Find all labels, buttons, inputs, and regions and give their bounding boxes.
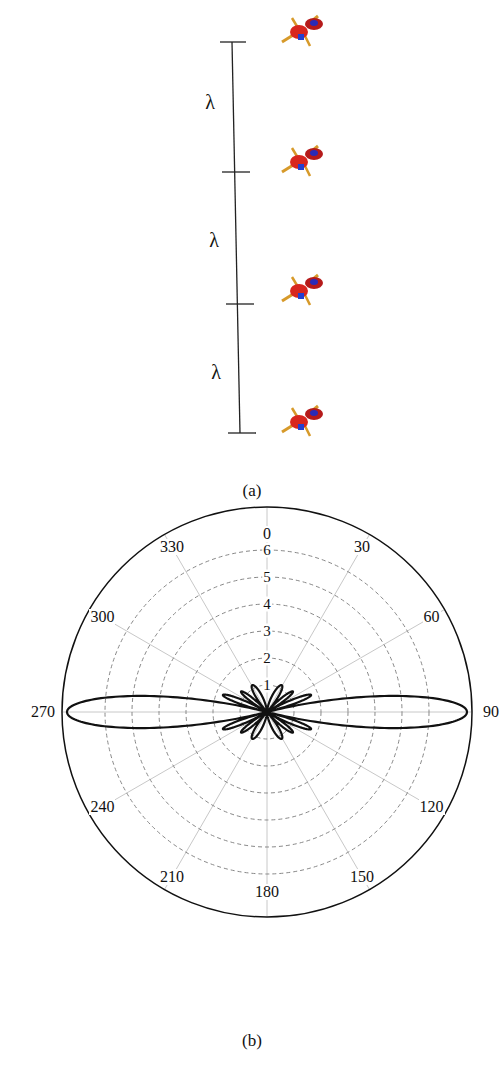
radial-label: 1 (262, 678, 272, 693)
radial-label: 4 (262, 597, 272, 612)
spacing-label: λ (210, 362, 222, 382)
spacing-label: λ (208, 230, 220, 250)
radial-label: 5 (262, 570, 272, 585)
outer-ring (62, 507, 472, 917)
radial-label: 3 (262, 624, 272, 639)
antenna-elements (282, 16, 323, 436)
subfigure-label: (a) (242, 482, 263, 499)
angle-label: 60 (423, 609, 441, 625)
angle-label: 330 (159, 539, 185, 555)
angle-label: 180 (254, 884, 280, 900)
radial-label: 6 (262, 543, 272, 558)
radiation-pattern (67, 685, 467, 739)
grid-spoke (267, 712, 472, 713)
angle-label: 0 (262, 526, 272, 542)
angle-label: 210 (159, 869, 185, 885)
array-axis (220, 42, 256, 433)
grid-spoke (62, 712, 267, 713)
angle-label: 300 (89, 609, 115, 625)
spacing-label: λ (204, 92, 216, 112)
polar-plot (62, 507, 472, 917)
angle-label: 240 (89, 799, 115, 815)
angle-label: 90 (482, 704, 500, 720)
radial-label: 2 (262, 651, 272, 666)
subfigure-label: (b) (241, 1032, 263, 1049)
angle-label: 270 (30, 704, 56, 720)
angle-label: 150 (349, 869, 375, 885)
angle-label: 120 (419, 799, 445, 815)
angle-label: 30 (353, 539, 371, 555)
